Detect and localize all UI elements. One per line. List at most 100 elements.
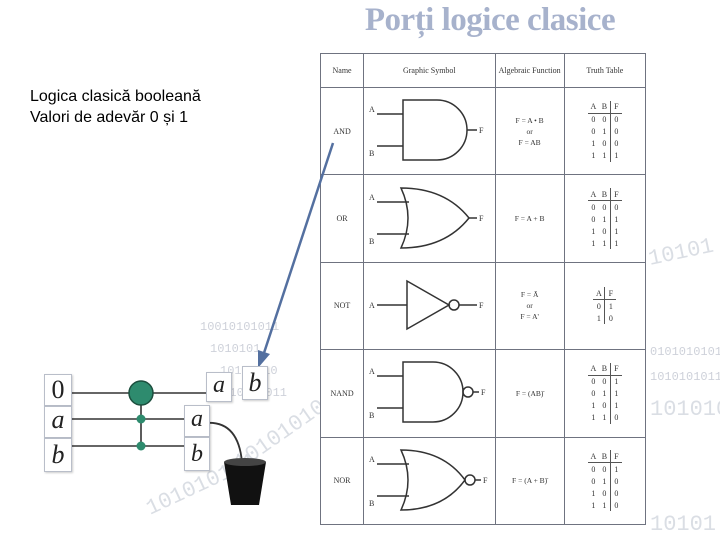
tt-val: 1 [591, 500, 596, 510]
pin-label: B [369, 237, 374, 246]
tt-val: 0 [604, 312, 617, 325]
tt-head: A [587, 100, 599, 114]
tt-val: 0 [609, 113, 622, 126]
tt-val: 0 [602, 464, 607, 474]
circuit-label-tile: b [44, 438, 72, 472]
tt-val: 1 [591, 401, 596, 411]
tt-val: 1 [602, 214, 607, 224]
circuit-label-tile: b [184, 437, 210, 471]
binary-text: 10010101011 [200, 320, 279, 334]
tt-val: 0 [591, 377, 596, 387]
tt-head: B [598, 362, 611, 376]
tt-val: 1 [591, 488, 596, 498]
function-text: F = (AB)̄ [515, 388, 544, 398]
or-gate-symbol: A B F [363, 174, 496, 263]
gate-name: NAND [319, 349, 365, 438]
tt-head: B [598, 450, 611, 464]
pin-label: A [369, 367, 375, 376]
tt-val: 1 [609, 387, 622, 400]
tt-val: 1 [609, 399, 622, 412]
tt-head: F [609, 100, 622, 114]
logic-gates-table: Name Graphic Symbol Algebraic Function T… [319, 53, 647, 526]
tt-val: 1 [602, 389, 607, 399]
function-cell: F = Ā or F = A' [494, 261, 565, 351]
tt-val: 1 [609, 225, 622, 238]
binary-text: 101010101 [650, 397, 720, 422]
tt-val: 1 [609, 237, 622, 250]
function-text: or [526, 301, 533, 311]
pin-label: F [481, 388, 486, 397]
binary-text: 1010101 [210, 342, 260, 356]
nor-gate-symbol: A B F [363, 436, 496, 526]
pin-label: B [369, 411, 374, 420]
tt-val: 1 [602, 127, 607, 137]
tt-head: A [587, 362, 599, 376]
tt-val: 1 [609, 149, 622, 162]
circuit-label-tile: b [242, 366, 268, 400]
tt-val: 0 [609, 475, 622, 488]
control-dot-icon [136, 441, 146, 451]
tt-val: 0 [596, 301, 601, 311]
header-truth: Truth Table [563, 53, 647, 88]
tt-val: 0 [602, 226, 607, 236]
subtitle-line-1: Logica clasică booleană [30, 88, 201, 105]
circuit-label-tile: a [206, 372, 232, 402]
pin-label: A [369, 301, 375, 310]
tt-val: 1 [609, 462, 622, 476]
tt-val: 0 [602, 488, 607, 498]
tt-val: 0 [602, 401, 607, 411]
pin-label: F [479, 214, 484, 223]
function-cell: F = A + B [494, 174, 565, 263]
subtitle-line-2: Valori de adevăr 0 și 1 [30, 109, 189, 126]
tt-val: 1 [591, 139, 596, 149]
not-gate-symbol: A F [363, 261, 496, 351]
tt-val: 0 [602, 115, 607, 125]
nand-gate-icon: A B F [369, 361, 486, 424]
gate-name: OR [319, 174, 365, 263]
control-dot-icon [136, 414, 146, 424]
tt-val: 0 [591, 214, 596, 224]
tt-head: F [609, 188, 622, 202]
tt-val: 1 [602, 238, 607, 248]
tt-val: 0 [591, 202, 596, 212]
pin-label: A [369, 455, 375, 464]
circuit-label-tile: a [44, 406, 72, 438]
header-name: Name [319, 53, 365, 88]
tt-val: 1 [604, 299, 617, 313]
binary-text: 10101 [646, 234, 716, 272]
pin-label: F [479, 126, 484, 135]
nand-gate-symbol: A B F [363, 349, 496, 438]
gate-name: NOT [319, 261, 365, 351]
function-text: F = AB [518, 137, 541, 147]
pin-label: B [369, 499, 374, 508]
and-gate-icon: A B F [369, 99, 484, 161]
tt-val: 0 [602, 377, 607, 387]
or-gate-icon: A B F [369, 186, 484, 249]
binary-text: 10101 [650, 512, 716, 537]
not-gate-icon: A F [369, 279, 484, 331]
and-gate-symbol: A B F [363, 86, 496, 176]
tt-val: 0 [591, 476, 596, 486]
tt-val: 0 [609, 411, 622, 424]
tt-val: 1 [609, 213, 622, 226]
tt-val: 1 [591, 413, 596, 423]
tt-val: 1 [602, 151, 607, 161]
circuit-label-tile: a [184, 405, 210, 437]
header-function: Algebraic Function [494, 53, 565, 88]
tt-val: 1 [609, 375, 622, 388]
tt-head: A [587, 450, 599, 464]
tt-head: B [598, 100, 611, 114]
pin-label: A [369, 193, 375, 202]
function-cell: F = (A + B)̄ [494, 436, 565, 526]
subtitle-block: Logica clasică booleană Valori de adevăr… [30, 86, 201, 128]
tt-val: 0 [591, 464, 596, 474]
